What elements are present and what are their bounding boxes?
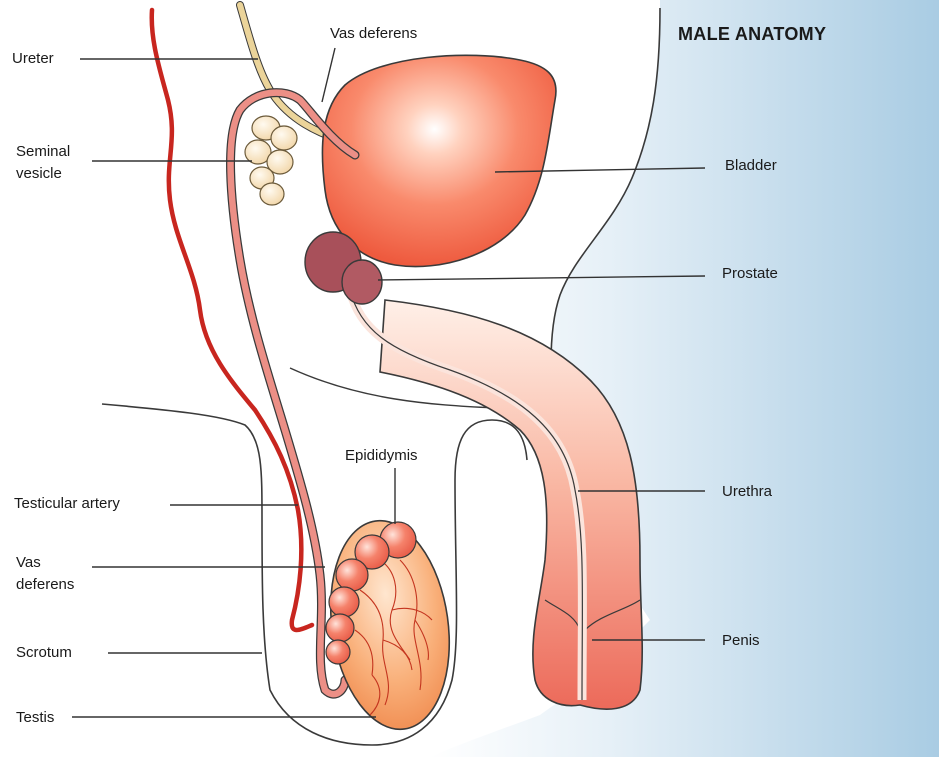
label-prostate: Prostate [722,265,778,282]
label-penis: Penis [722,632,760,649]
label-testis: Testis [16,709,54,726]
label-vas-deferens-low-line2: deferens [16,576,74,593]
label-bladder: Bladder [725,157,777,174]
label-seminal-vesicle-line2: vesicle [16,165,62,182]
vas-deferens-top-leader [322,48,335,102]
diagram-title: MALE ANATOMY [678,24,826,44]
label-seminal-vesicle-line1: Seminal [16,143,70,160]
scrotum-outline [102,404,527,745]
seminal-vesicle-shape [245,116,297,205]
prostate-lobe-front [342,260,382,304]
bladder-shape [322,55,556,266]
label-epididymis: Epididymis [345,447,418,464]
label-ureter: Ureter [12,50,54,67]
label-vas-deferens-low-line1: Vas [16,554,41,571]
label-urethra: Urethra [722,483,773,500]
testicular-artery-shape [152,10,312,630]
label-scrotum: Scrotum [16,644,72,661]
label-vas-deferens-top: Vas deferens [330,25,417,42]
label-testicular-artery: Testicular artery [14,495,120,512]
